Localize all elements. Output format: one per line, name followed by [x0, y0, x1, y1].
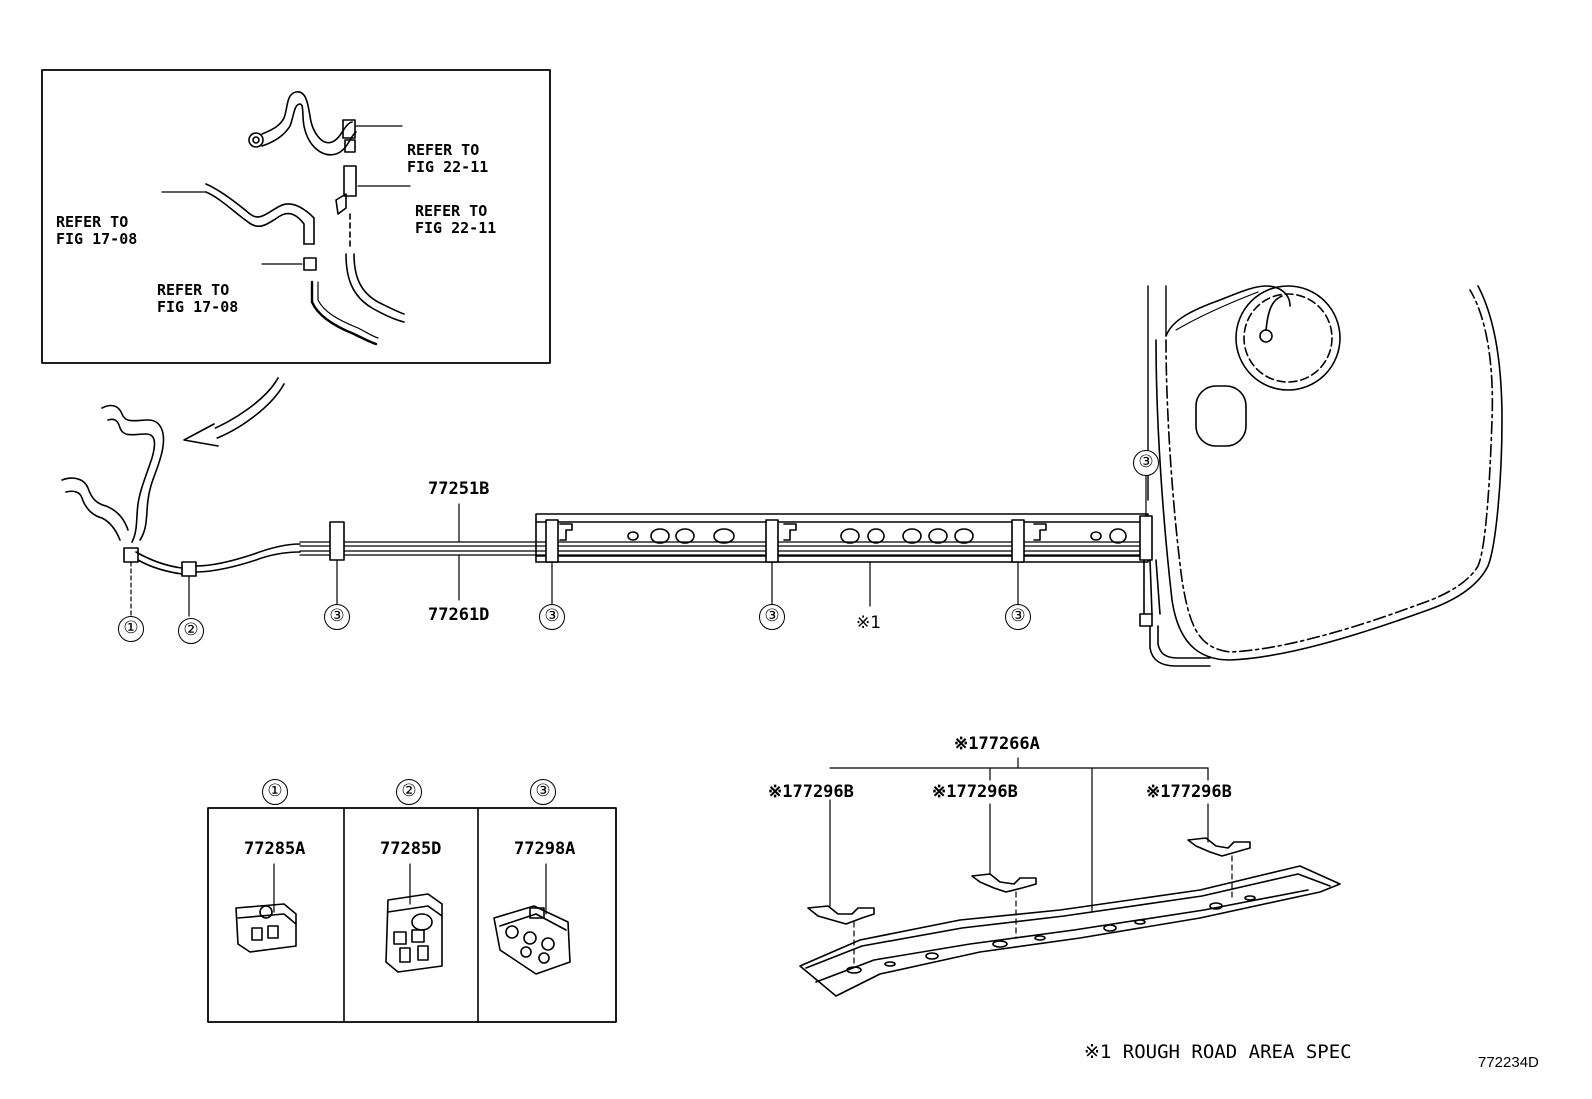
pipe-clamp-1: [329, 521, 345, 605]
inset-upper-hose: [248, 91, 403, 156]
callout-clip-3-b: ③: [539, 604, 565, 630]
figure-code: 772234D: [1478, 1054, 1539, 1071]
clip-part-77285D: 77285D: [380, 839, 442, 859]
inset-left-hose: [161, 183, 315, 245]
table-callout-3: ③: [530, 779, 556, 805]
protector-part-label: ※177266A: [954, 734, 1040, 754]
upper-pipe-label: 77251B: [428, 479, 490, 499]
clip-77298A-drawing: [493, 905, 571, 975]
callout-clip-3-d: ③: [1005, 604, 1031, 630]
detail-arrow: [183, 377, 285, 447]
rough-road-protector-view: [535, 513, 1149, 607]
protector-detail: [799, 757, 1341, 997]
left-hose-assembly: [61, 404, 301, 617]
table-callout-1: ①: [262, 779, 288, 805]
callout-clip-2: ②: [178, 618, 204, 644]
pipe-clamps-protector: [545, 475, 1153, 605]
footnote: ※1 ROUGH ROAD AREA SPEC: [1084, 1041, 1352, 1063]
inset-lower-pipe: [261, 257, 379, 346]
clamp-part-label-2: ※177296B: [932, 782, 1018, 802]
callout-clip-3-c: ③: [759, 604, 785, 630]
tank-side-pipes: [1139, 559, 1211, 667]
rough-road-mark: ※1: [856, 613, 882, 633]
lower-pipe-label: 77261D: [428, 605, 490, 625]
clips-table: [207, 807, 617, 1023]
clamp-part-label-1: ※177296B: [768, 782, 854, 802]
callout-clip-3-a: ③: [324, 604, 350, 630]
clip-part-77285A: 77285A: [244, 839, 306, 859]
clamp-part-label-3: ※177296B: [1146, 782, 1232, 802]
clip-part-77298A: 77298A: [514, 839, 576, 859]
table-callout-2: ②: [396, 779, 422, 805]
clip-77285A-drawing: [235, 903, 297, 953]
clip-77285D-drawing: [385, 893, 443, 973]
callout-clip-3-e: ③: [1133, 450, 1159, 476]
fuel-tank-outline: [1147, 285, 1503, 661]
inset-connector: [335, 165, 411, 323]
callout-clip-1: ①: [118, 616, 144, 642]
inset-detail: [41, 69, 551, 364]
